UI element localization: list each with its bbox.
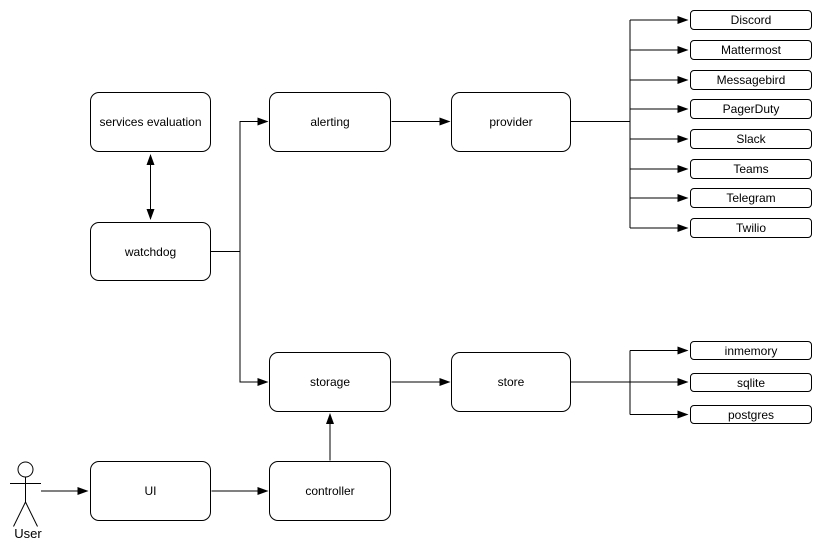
edge-watchdog-alerting: [239, 117, 269, 252]
provider-leaf-slack: Slack: [690, 129, 812, 149]
edge-watchdog-storage: [239, 251, 269, 386]
node-provider: provider: [451, 92, 571, 152]
node-controller: controller: [269, 461, 391, 521]
provider-leaf-telegram: Telegram: [690, 188, 812, 208]
provider-leaf-twilio: Twilio: [690, 218, 812, 238]
user-actor-label: User: [14, 526, 42, 541]
node-store: store: [451, 352, 571, 412]
node-ui: UI: [90, 461, 211, 521]
store-leaf-inmemory: inmemory: [690, 341, 812, 360]
node-services-evaluation: services evaluation: [90, 92, 211, 152]
provider-leaf-pagerduty: PagerDuty: [690, 99, 812, 119]
store-leaf-sqlite: sqlite: [690, 373, 812, 392]
provider-leaf-teams: Teams: [690, 159, 812, 179]
user-actor-icon: [10, 461, 41, 527]
provider-leaf-mattermost: Mattermost: [690, 40, 812, 60]
store-leaf-postgres: postgres: [690, 405, 812, 424]
node-alerting: alerting: [269, 92, 391, 152]
provider-leaf-messagebird: Messagebird: [690, 70, 812, 90]
node-storage: storage: [269, 352, 391, 412]
node-watchdog: watchdog: [90, 222, 211, 281]
provider-leaf-discord: Discord: [690, 10, 812, 30]
